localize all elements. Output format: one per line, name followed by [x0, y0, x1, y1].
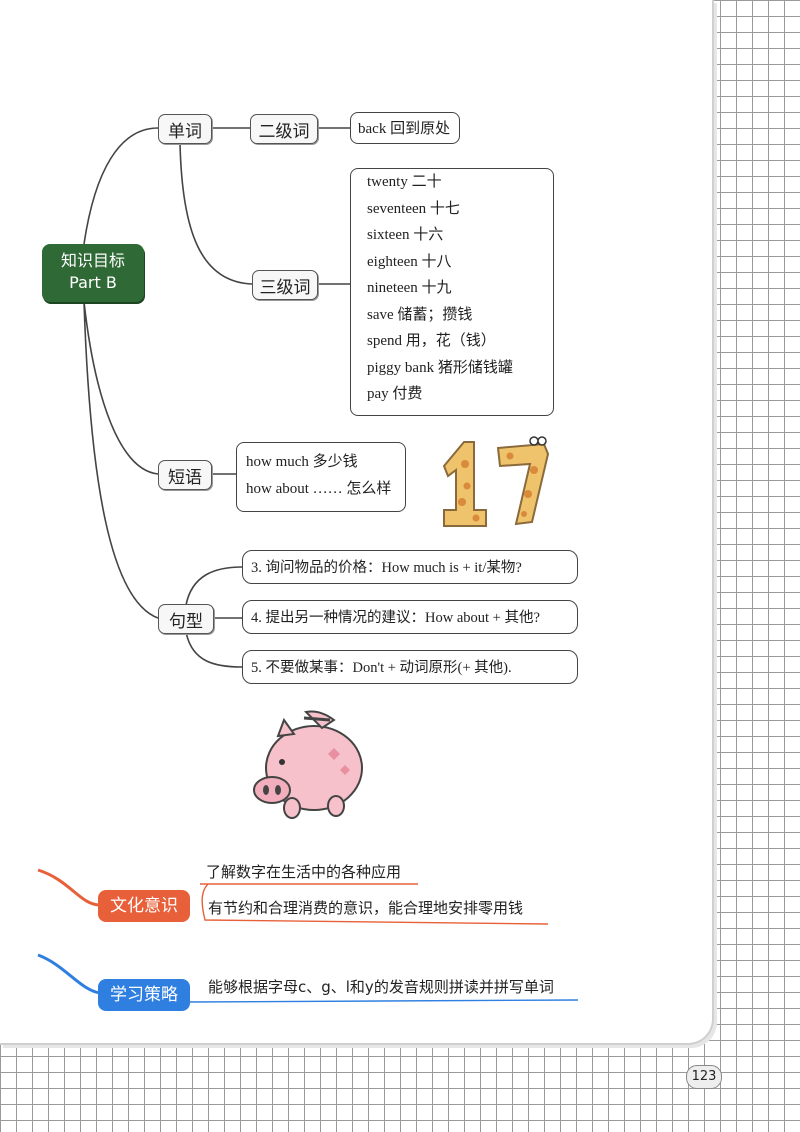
level3-word: piggy bank 猪形储钱罐: [367, 359, 513, 376]
piggy-bank-illustration: [253, 710, 363, 819]
branch-phrases: 短语: [158, 460, 212, 490]
level3-word: seventeen 十七: [367, 200, 460, 217]
culture-item: 了解数字在生活中的各种应用: [206, 863, 402, 881]
branch-level3: 三级词: [252, 270, 318, 300]
level3-word: eighteen 十八: [367, 253, 452, 270]
level3-word: save 储蓄；攒钱: [367, 306, 473, 323]
level3-word: spend 用，花（钱）: [367, 333, 496, 349]
branch-sentences: 句型: [158, 604, 214, 634]
branch-level2: 二级词: [250, 114, 318, 144]
phrase-item: how much 多少钱: [246, 454, 358, 470]
phrases-box: how much 多少钱 how about …… 怎么样: [236, 442, 406, 512]
culture-item: 有节约和合理消费的意识，能合理地安排零用钱: [208, 899, 524, 917]
strategy-label: 学习策略: [98, 979, 190, 1011]
level2-word: back 回到原处: [358, 121, 451, 137]
branch-words: 单词: [158, 114, 212, 144]
level3-box: twenty 二十 seventeen 十七 sixteen 十六 eighte…: [350, 168, 554, 416]
page-number: 123: [686, 1065, 722, 1089]
phrase-item: how about …… 怎么样: [246, 480, 392, 497]
sentence-item: 4. 提出另一种情况的建议：How about + 其他?: [242, 600, 578, 634]
number-17-illustration: [442, 436, 550, 527]
level3-word: pay 付费: [367, 386, 423, 402]
strategy-item: 能够根据字母c、g、l和y的发音规则拼读并拼写单词: [208, 978, 554, 996]
culture-label: 文化意识: [98, 890, 190, 922]
sentence-item: 5. 不要做某事：Don't + 动词原形(+ 其他).: [242, 650, 578, 684]
root-subtitle: Part B: [69, 273, 117, 292]
level3-word: nineteen 十九: [367, 280, 452, 296]
level3-word: twenty 二十: [367, 174, 442, 190]
sentence-item: 3. 询问物品的价格：How much is + it/某物?: [242, 550, 578, 584]
root-node: 知识目标 Part B: [42, 244, 144, 302]
level3-word: sixteen 十六: [367, 227, 444, 243]
level2-box: back 回到原处: [350, 112, 460, 144]
root-title: 知识目标: [60, 251, 125, 270]
